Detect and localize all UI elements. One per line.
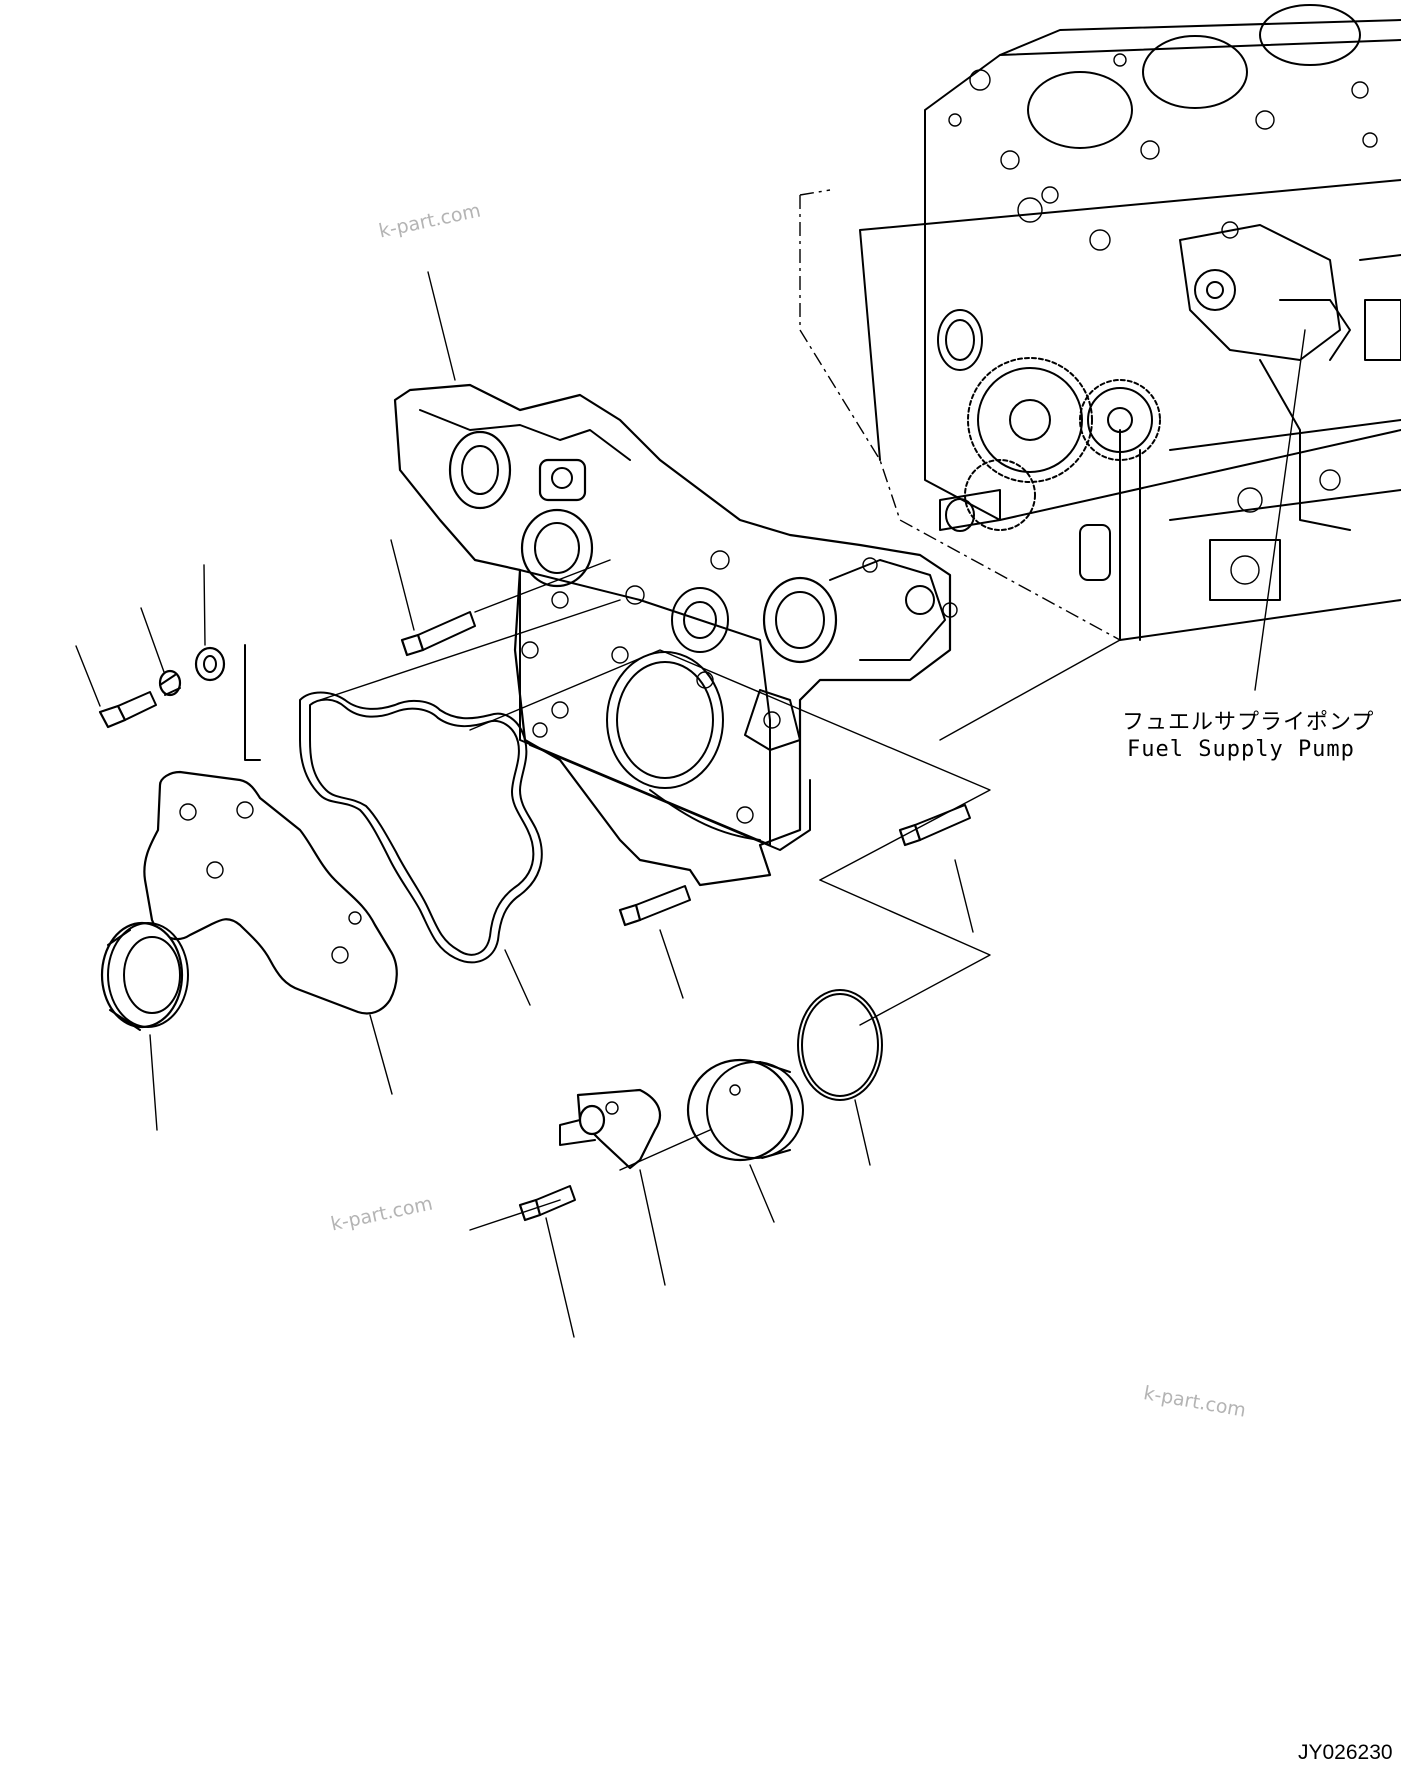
gasket <box>299 691 543 964</box>
engine-block <box>799 4 1401 641</box>
drawing-code: JY026230 <box>1298 1741 1393 1764</box>
assembly-lines <box>319 559 1121 1231</box>
fuel-supply-pump-label-en: Fuel Supply Pump <box>1127 737 1355 762</box>
fuel-supply-pump-label-jp: フュエルサプライポンプ <box>1122 710 1375 735</box>
cover-bolts <box>400 611 971 1222</box>
o-ring <box>797 989 883 1101</box>
oil-seal <box>100 921 189 1031</box>
cover-plate <box>143 770 398 1015</box>
plug-cap <box>686 1058 804 1162</box>
bolt-and-collar-set <box>98 644 261 761</box>
leader-lines <box>75 271 1306 1338</box>
tube-bracket <box>559 1088 662 1170</box>
gear-case-cover <box>393 383 958 887</box>
